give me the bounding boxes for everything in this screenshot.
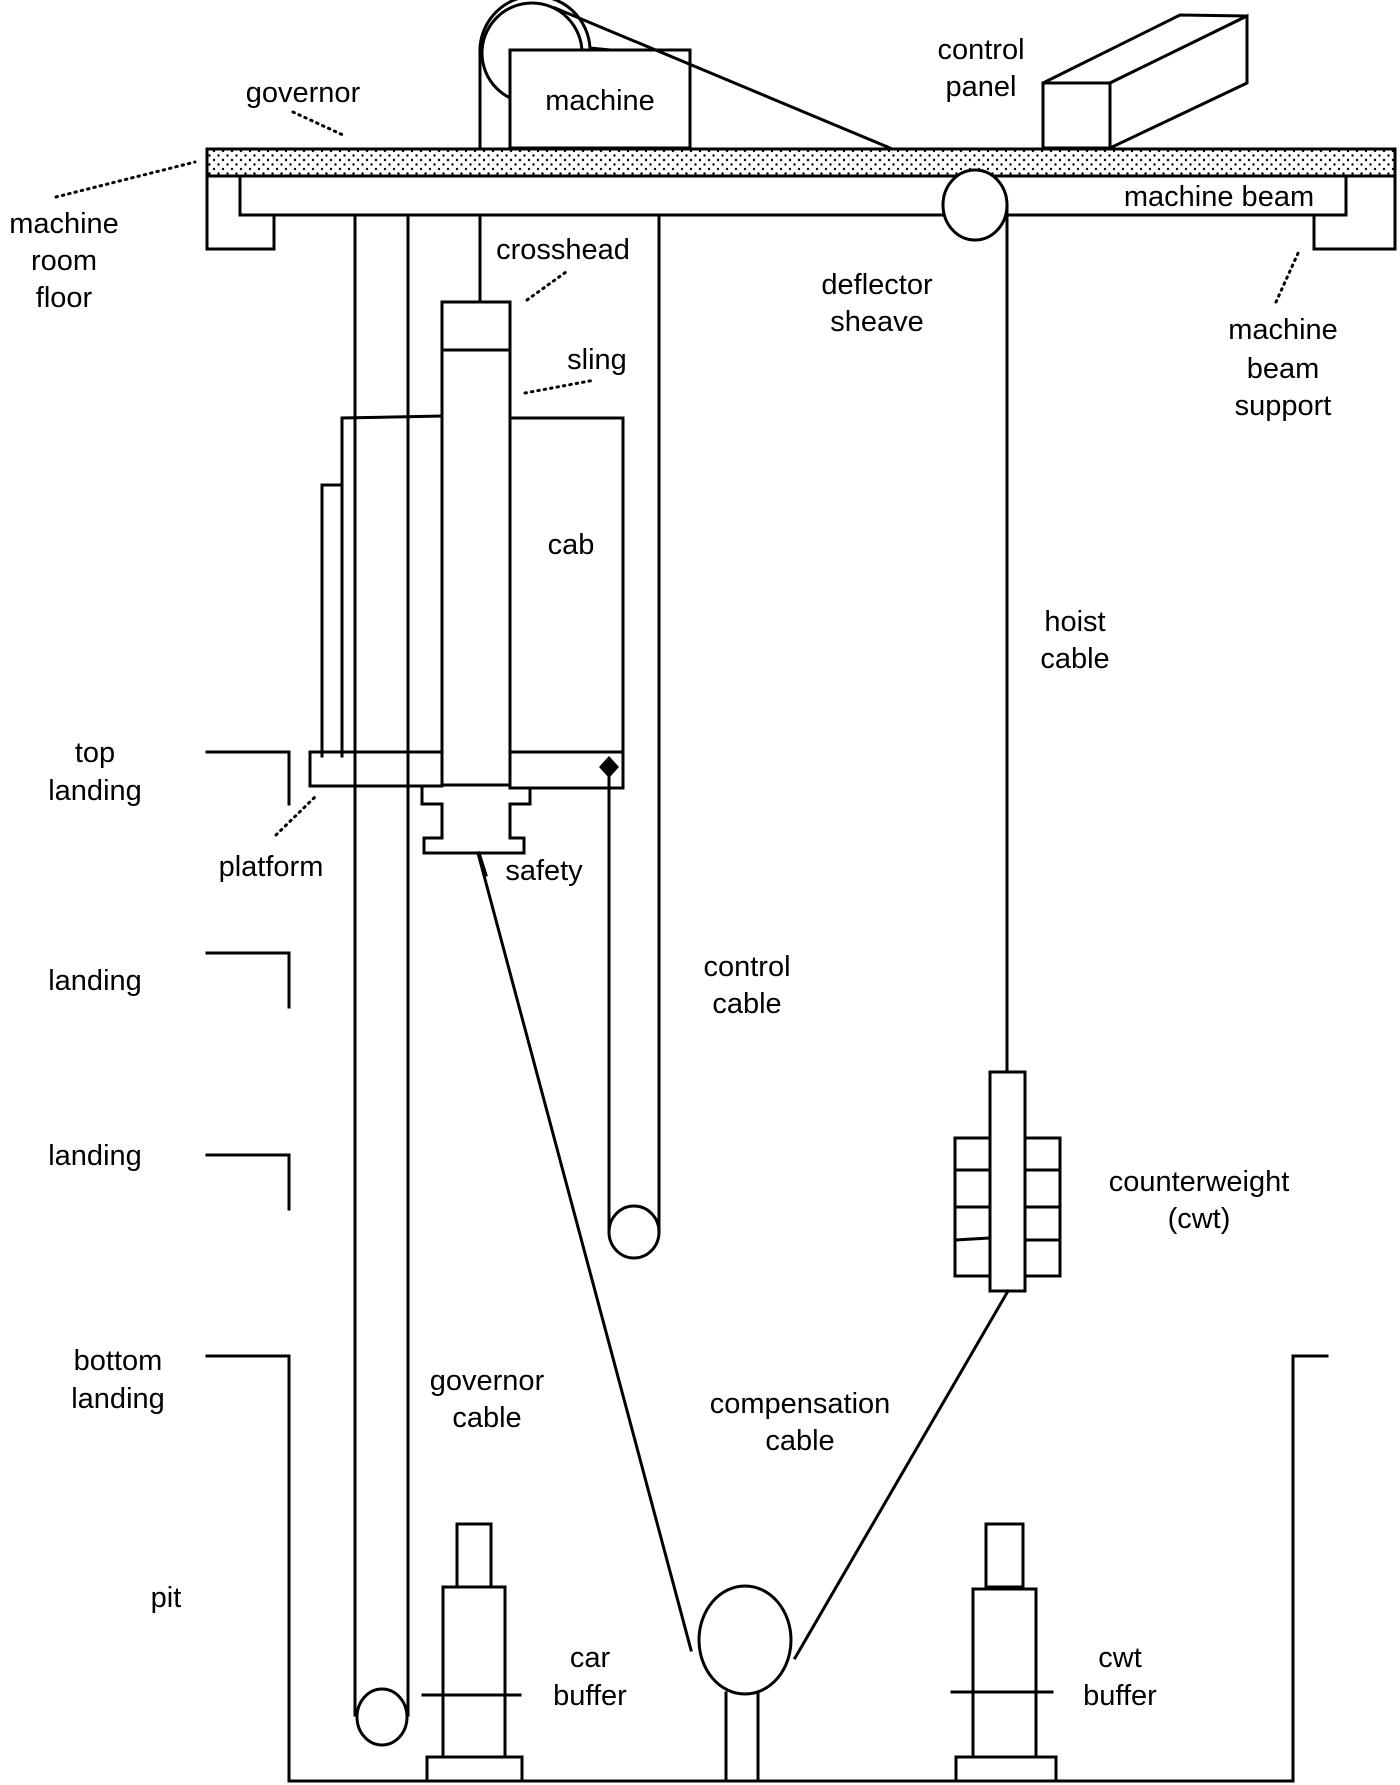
label-compensation-cable: compensation cable	[710, 1388, 891, 1457]
label-cwt-buffer: cwt buffer	[1083, 1642, 1157, 1712]
svg-text:cable: cable	[712, 988, 781, 1020]
svg-text:cab: cab	[548, 529, 595, 561]
control-cable-connector	[599, 756, 619, 778]
label-car-buffer: car buffer	[553, 1642, 627, 1712]
label-crosshead: crosshead	[496, 234, 630, 266]
svg-text:cable: cable	[765, 1425, 834, 1457]
control-panel	[1041, 13, 1249, 151]
svg-text:platform: platform	[219, 851, 324, 883]
svg-text:control: control	[937, 34, 1024, 66]
svg-text:cwt: cwt	[1098, 1642, 1142, 1674]
safety	[420, 784, 532, 855]
platform	[308, 750, 444, 788]
svg-text:pit: pit	[151, 1582, 182, 1614]
machine	[508, 48, 692, 150]
label-safety: safety	[505, 855, 583, 887]
svg-text:sling: sling	[567, 344, 627, 376]
svg-text:buffer: buffer	[553, 1680, 627, 1712]
safety-leader	[477, 851, 488, 877]
landing-1	[205, 951, 291, 1009]
svg-text:machine: machine	[545, 85, 655, 117]
label-bottom-landing: bottom landing	[71, 1345, 165, 1415]
svg-text:counterweight: counterweight	[1109, 1166, 1290, 1198]
machine-beam-support-leader	[1274, 249, 1301, 304]
svg-text:cable: cable	[452, 1402, 521, 1434]
svg-text:machine: machine	[9, 208, 119, 240]
svg-text:governor: governor	[246, 77, 361, 109]
label-governor: governor	[246, 77, 361, 109]
svg-text:top: top	[75, 737, 115, 769]
machine-beam-support-left	[205, 174, 276, 251]
svg-text:floor: floor	[36, 282, 93, 314]
label-machine-beam: machine beam	[1124, 181, 1314, 213]
svg-text:panel: panel	[946, 71, 1017, 103]
label-platform: platform	[219, 851, 324, 883]
label-governor-cable: governor cable	[430, 1365, 545, 1434]
svg-text:bottom: bottom	[74, 1345, 163, 1377]
car-buffer	[421, 1522, 524, 1783]
crosshead-leader	[525, 270, 568, 302]
compensation-cable-left	[476, 851, 693, 1652]
machine-room-floor	[205, 147, 1397, 178]
label-landing-2: landing	[48, 1140, 142, 1172]
svg-text:machine beam: machine beam	[1124, 181, 1314, 213]
svg-text:cable: cable	[1040, 643, 1109, 675]
counterweight	[953, 1070, 1062, 1293]
svg-text:room: room	[31, 245, 97, 277]
bottom-landing-pit	[205, 1354, 1329, 1783]
svg-text:crosshead: crosshead	[496, 234, 630, 266]
label-hoist-cable: hoist cable	[1040, 606, 1109, 675]
svg-text:buffer: buffer	[1083, 1680, 1157, 1712]
machine-beam	[238, 174, 1348, 217]
control-cable-sheave	[607, 1204, 661, 1260]
label-pit: pit	[151, 1582, 182, 1614]
svg-text:hoist: hoist	[1044, 606, 1105, 638]
label-top-landing: top landing	[48, 737, 142, 807]
cab	[508, 416, 625, 790]
cwt-buffer	[950, 1522, 1058, 1783]
label-machine: machine	[545, 85, 655, 117]
label-deflector-sheave: deflector sheave	[821, 269, 933, 338]
machine-beam-support-right	[1312, 174, 1397, 251]
svg-text:safety: safety	[505, 855, 583, 887]
svg-text:sheave: sheave	[830, 306, 924, 338]
label-machine-room-floor: machine room floor	[9, 208, 119, 314]
label-cab: cab	[548, 529, 595, 561]
machine-drive-line	[553, 6, 892, 150]
svg-text:governor: governor	[430, 1365, 545, 1397]
label-landing-1: landing	[48, 965, 142, 997]
label-control-cable: control cable	[703, 951, 790, 1020]
compensation-sheave	[697, 1584, 793, 1696]
svg-text:(cwt): (cwt)	[1168, 1203, 1231, 1235]
svg-text:deflector: deflector	[821, 269, 933, 301]
svg-text:landing: landing	[48, 965, 142, 997]
governor-leader	[291, 110, 345, 137]
sling-leader	[523, 378, 597, 395]
svg-text:support: support	[1235, 390, 1332, 422]
governor-tension-sheave	[355, 1687, 409, 1747]
svg-text:control: control	[703, 951, 790, 983]
machine-room-floor-leader	[54, 160, 197, 199]
deflector-sheave	[941, 168, 1009, 242]
label-counterweight: counterweight (cwt)	[1109, 1166, 1290, 1235]
landing-2	[205, 1153, 291, 1211]
platform-leader	[274, 794, 318, 837]
label-control-panel: control panel	[937, 34, 1024, 103]
sling	[440, 348, 512, 787]
label-sling: sling	[567, 344, 627, 376]
svg-text:machine: machine	[1228, 314, 1338, 346]
top-landing	[205, 750, 291, 806]
crosshead	[440, 300, 512, 352]
svg-text:landing: landing	[71, 1383, 165, 1415]
svg-text:car: car	[570, 1642, 611, 1674]
svg-text:landing: landing	[48, 775, 142, 807]
label-machine-beam-support: machine beam support	[1228, 314, 1338, 422]
svg-text:beam: beam	[1247, 353, 1320, 385]
svg-text:compensation: compensation	[710, 1388, 891, 1420]
compensation-cable-right	[792, 1288, 1011, 1661]
svg-text:landing: landing	[48, 1140, 142, 1172]
